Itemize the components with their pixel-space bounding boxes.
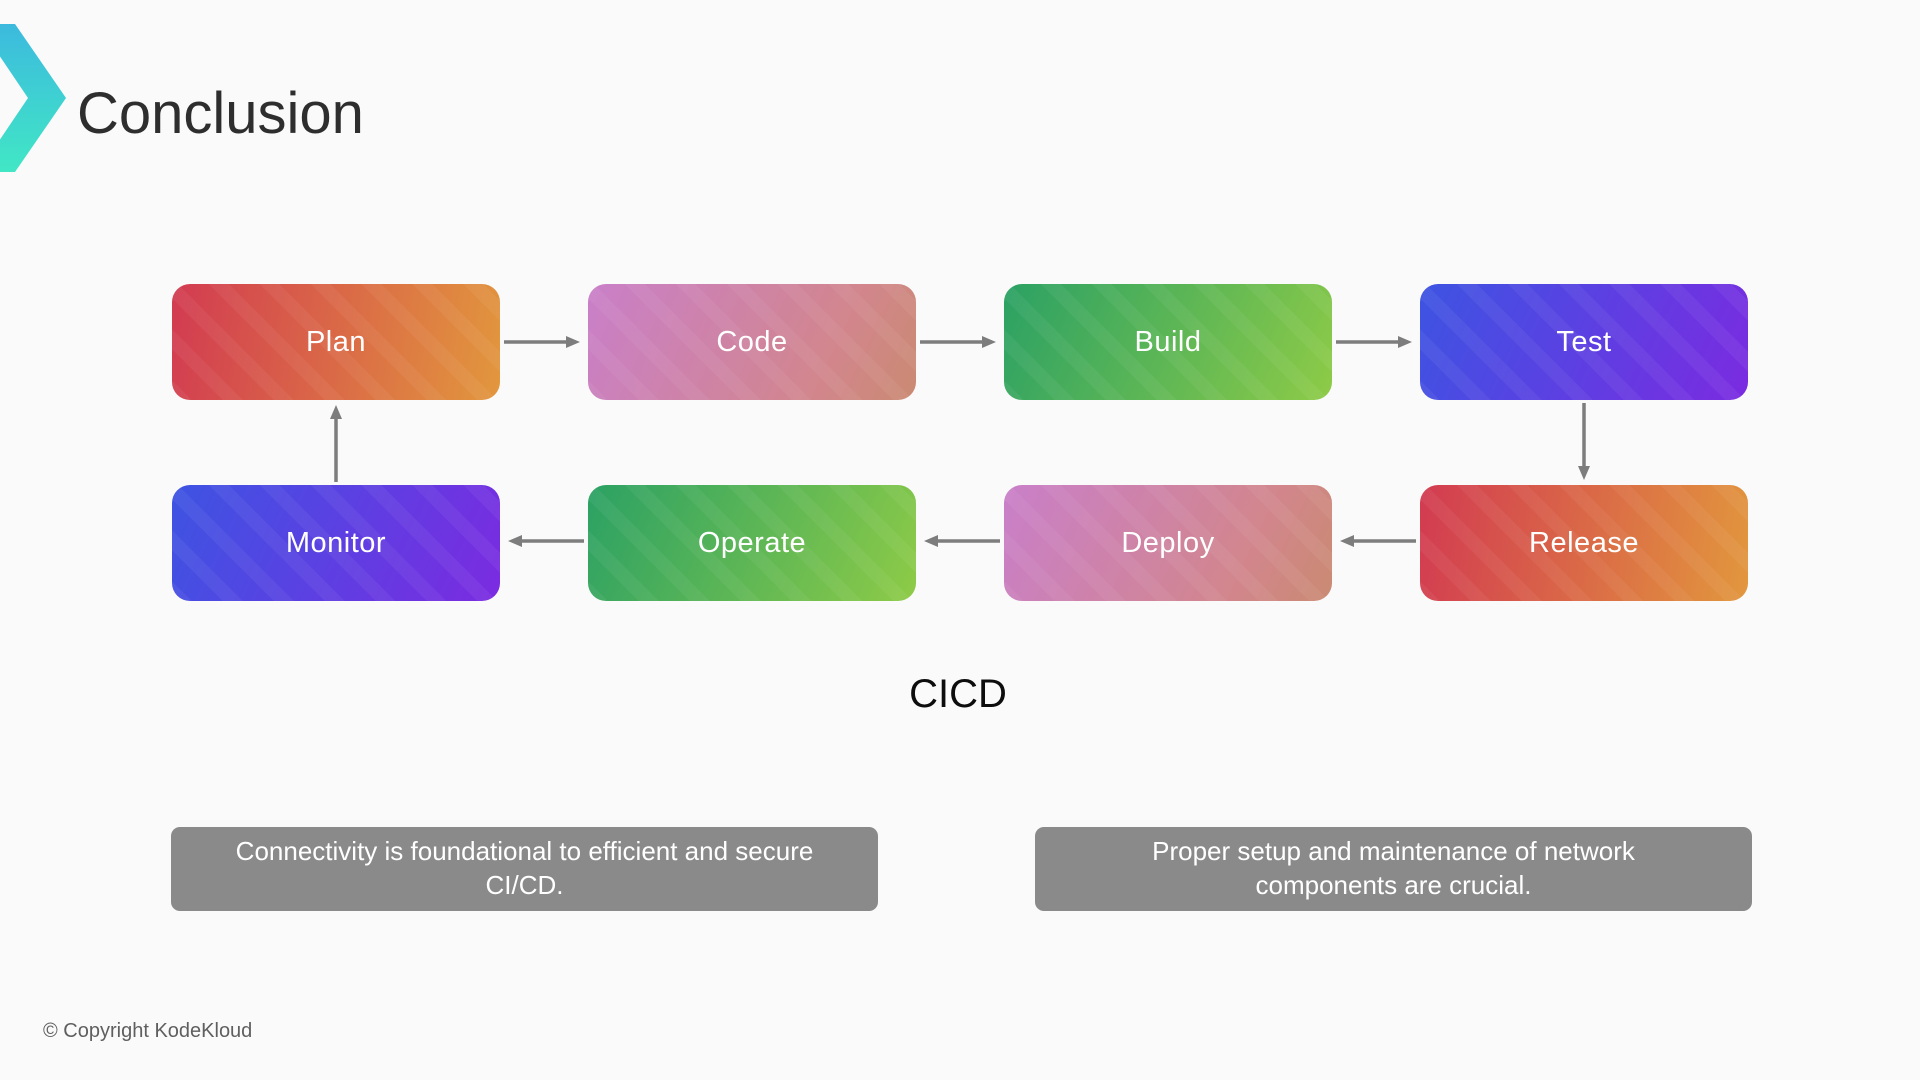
node-label: Plan — [305, 325, 367, 358]
node-label: Release — [1529, 526, 1639, 559]
note-box-network: Proper setup and maintenance of network … — [1035, 827, 1752, 911]
diagram-node-monitor: Monitor — [172, 485, 500, 601]
note-line: Connectivity is foundational to efficien… — [235, 836, 814, 867]
page-title: Conclusion — [77, 81, 364, 146]
diagram-node-plan: Plan — [172, 284, 500, 400]
node-label: Code — [716, 325, 788, 358]
node-label: Build — [1134, 325, 1202, 358]
diagram-node-operate: Operate — [588, 485, 916, 601]
node-label: Deploy — [1121, 526, 1215, 559]
diagram-caption: CICD — [909, 672, 1007, 716]
diagram-node-code: Code — [588, 284, 916, 400]
note-line: Proper setup and maintenance of network — [1152, 836, 1635, 867]
node-label: Operate — [697, 526, 807, 559]
diagram-node-release: Release — [1420, 485, 1748, 601]
note-line: CI/CD. — [485, 870, 564, 900]
node-label: Test — [1556, 325, 1612, 358]
copyright-text: © Copyright KodeKloud — [43, 1020, 253, 1042]
note-box-connectivity: Connectivity is foundational to efficien… — [171, 827, 878, 911]
diagram-node-deploy: Deploy — [1004, 485, 1332, 601]
diagram-node-build: Build — [1004, 284, 1332, 400]
note-line: components are crucial. — [1255, 870, 1532, 900]
node-label: Monitor — [285, 526, 387, 559]
kodekloud-chevron-logo-icon — [0, 24, 66, 172]
diagram-node-test: Test — [1420, 284, 1748, 400]
